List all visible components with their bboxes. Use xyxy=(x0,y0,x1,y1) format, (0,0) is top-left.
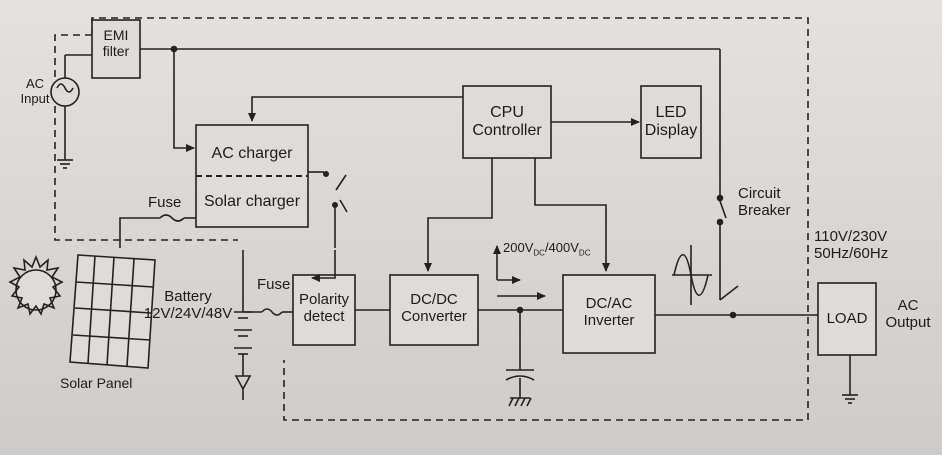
sun-icon xyxy=(8,254,64,316)
fuse-battery-label: Fuse xyxy=(257,276,291,293)
ac-charger-label: AC charger xyxy=(211,145,293,162)
dc-bus-voltage-label: 200VDC/400VDC xyxy=(503,240,591,258)
polarity-detect-box xyxy=(292,274,356,346)
ac-source-symbol xyxy=(50,77,80,107)
emi-filter-box xyxy=(91,19,141,79)
dcac-inverter-box xyxy=(562,274,656,354)
load-box xyxy=(817,282,877,356)
solar-charger-label: Solar charger xyxy=(203,193,301,210)
fuse-solar-label: Fuse xyxy=(148,194,182,211)
load-label: LOAD xyxy=(826,310,868,327)
led-display-box xyxy=(640,85,702,159)
solar-panel-label: Solar Panel xyxy=(60,375,133,391)
solar-panel-icon xyxy=(69,254,156,369)
